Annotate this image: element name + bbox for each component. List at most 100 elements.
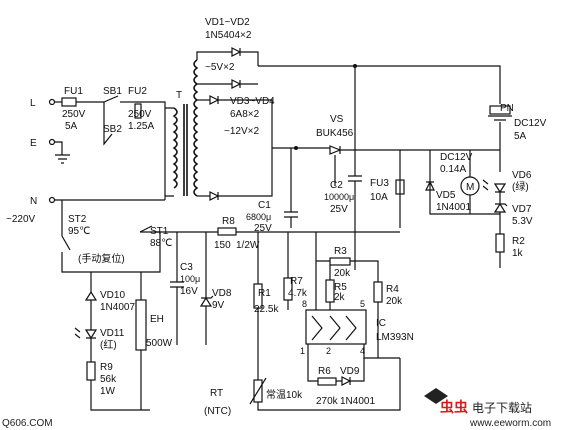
wire-to-PN <box>355 65 501 104</box>
switch-ST1 <box>139 225 196 233</box>
label-IC: IC <box>376 318 386 329</box>
label-R2-val: 1k <box>512 248 524 259</box>
label-R8: R8 <box>222 216 235 227</box>
label-R5-val: 2k <box>334 292 346 303</box>
label-sec5v: ~5V×2 <box>205 62 235 73</box>
label-ST2: ST2 <box>68 214 87 225</box>
wire-E <box>55 141 63 155</box>
diode-VD4 <box>209 191 220 201</box>
label-EH-pw: 500W <box>146 338 173 349</box>
ground-symbol <box>55 154 70 164</box>
label-C3-volt: 16V <box>180 286 198 297</box>
label-FU1: FU1 <box>64 86 83 97</box>
heater-EH <box>135 299 147 351</box>
label-FU3: FU3 <box>370 178 389 189</box>
wire-R3 <box>316 260 379 282</box>
wire-to-T <box>135 101 166 112</box>
resistor-R3 <box>329 257 351 266</box>
label-VD8-volt: 9V <box>212 300 225 311</box>
label-R9: R9 <box>100 362 113 373</box>
wire-5v-out <box>240 51 259 66</box>
label-C1-val: 6800μ <box>246 212 271 222</box>
wire-primary-taps <box>165 107 174 197</box>
label-R4-val: 20k <box>386 296 403 307</box>
mosfet-VS <box>329 145 342 155</box>
label-C1-volt: 25V <box>254 223 272 234</box>
label-ST1-temp: 88℃ <box>150 238 172 249</box>
wire-indicator <box>90 272 150 411</box>
resistor-R8 <box>217 227 237 236</box>
transformer-core <box>183 104 188 196</box>
label-R2: R2 <box>512 236 525 247</box>
label-VD1VD2-part: 1N5404×2 <box>205 30 252 41</box>
diode-VD5 <box>425 180 435 191</box>
label-VD8: VD8 <box>212 288 232 299</box>
label-VD6: VD6 <box>512 170 532 181</box>
label-E: E <box>30 138 37 149</box>
wire-motor-box <box>429 150 500 215</box>
led-VD6-rays <box>482 179 489 191</box>
label-VD5-part: 1N4001 <box>436 202 471 213</box>
label-R8-val: 150 <box>214 240 231 251</box>
label-motor-rating: DC12V <box>440 152 473 163</box>
label-SB2: SB2 <box>103 124 122 135</box>
pin-1: 1 <box>300 346 305 356</box>
label-C2: C2 <box>330 180 343 191</box>
label-VD11: VD11 <box>100 328 125 339</box>
component-PN <box>489 105 511 115</box>
label-PN: PN <box>500 103 514 114</box>
junction-vs <box>294 146 298 150</box>
label-RT: RT <box>210 388 223 399</box>
junction-top <box>353 64 357 68</box>
label-VD11-color: (红) <box>100 338 117 351</box>
pin-8: 8 <box>302 299 307 309</box>
wire-R6-VD9 <box>307 358 365 382</box>
pin-4: 4 <box>360 346 365 356</box>
label-RT-type: (NTC) <box>204 406 231 417</box>
label-FU1-rating: 250V <box>62 109 86 120</box>
diode-VD3 <box>209 95 220 105</box>
label-FU1-amp: 5A <box>65 121 78 132</box>
label-EH: EH <box>150 314 164 325</box>
fuse-FU3 <box>395 179 405 195</box>
label-VD9: VD9 <box>340 366 360 377</box>
watermark-left: Q606.COM <box>2 418 53 429</box>
zener-VD7 <box>493 202 508 213</box>
label-N: N <box>30 196 37 207</box>
transformer-primary <box>172 107 178 189</box>
label-FU2: FU2 <box>128 86 147 97</box>
label-FU2-rating: 250V <box>128 109 152 120</box>
capacitor-C2 <box>348 175 362 182</box>
label-motor-amp: 0.14A <box>440 164 466 175</box>
led-VD6 <box>493 183 507 194</box>
wire-ST-loop <box>61 231 161 273</box>
label-R1: R1 <box>258 288 271 299</box>
label-PN-amp: 5A <box>514 131 527 142</box>
label-R7: R7 <box>290 276 303 287</box>
label-R8-pw: 1/2W <box>236 240 260 251</box>
label-VD1VD2: VD1~VD2 <box>205 17 250 28</box>
resistor-R6 <box>317 377 337 386</box>
logo-icon <box>424 388 448 404</box>
brand-name: 电子下载站 <box>472 401 532 415</box>
ic-LM393N <box>305 309 367 345</box>
label-R4: R4 <box>386 284 399 295</box>
label-mains: ~220V <box>6 214 36 225</box>
resistor-R9 <box>86 361 96 381</box>
wire-5v-top <box>196 51 232 60</box>
terminal-E <box>48 138 56 146</box>
thermistor-RT-arrow <box>249 377 267 405</box>
wire-ground-bus <box>257 358 401 411</box>
switch-SB1 <box>103 95 119 103</box>
terminal-L <box>48 98 56 106</box>
label-ST2-note: (手动复位) <box>78 252 125 265</box>
led-VD11-rays <box>74 327 81 339</box>
label-R6: R6 <box>318 366 331 377</box>
label-VD7: VD7 <box>512 204 532 215</box>
wire-12v-out2 <box>218 148 273 197</box>
label-M: M <box>466 182 474 193</box>
wire-12v-out <box>218 99 273 148</box>
label-C3-val: 100μ <box>180 274 200 284</box>
label-VD7-volt: 5.3V <box>512 216 533 227</box>
brand-cn: 虫虫 <box>440 399 468 415</box>
